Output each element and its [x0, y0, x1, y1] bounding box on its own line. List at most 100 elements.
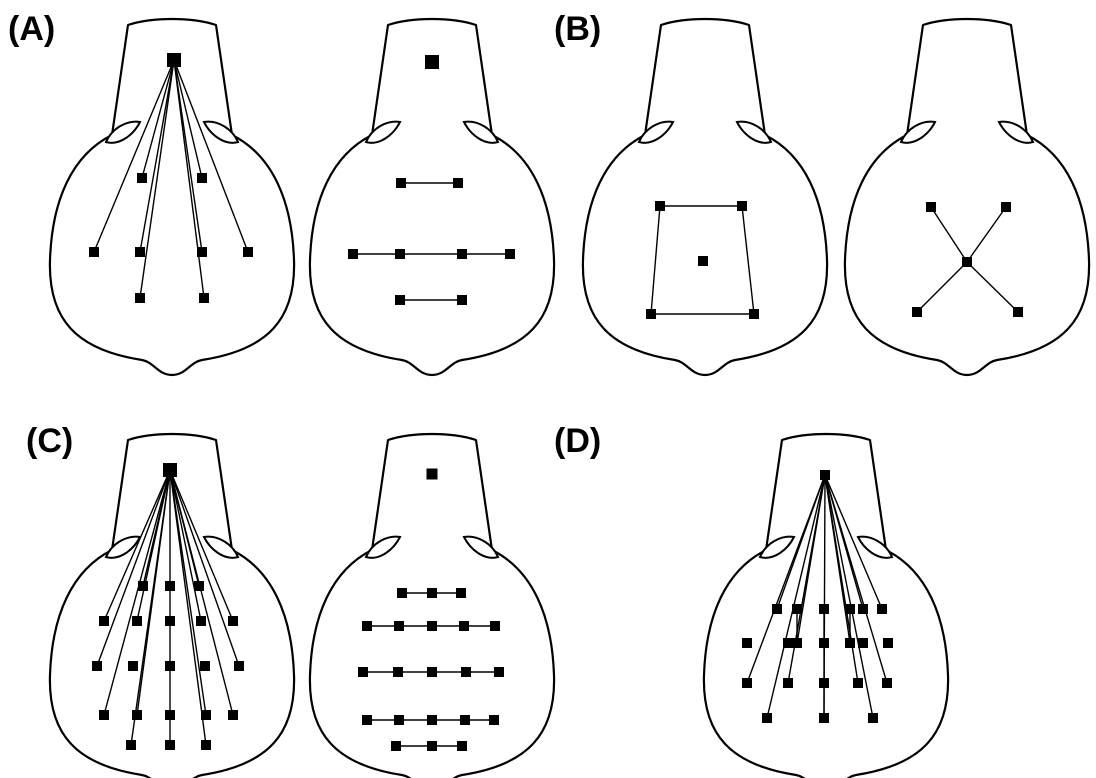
- electrode: [138, 581, 148, 591]
- electrode: [427, 621, 437, 631]
- electrode: [489, 715, 499, 725]
- electrode: [1013, 307, 1023, 317]
- electrode: [394, 621, 404, 631]
- electrode: [165, 616, 175, 626]
- electrode: [792, 638, 802, 648]
- electrode: [858, 638, 868, 648]
- electrode: [362, 715, 372, 725]
- electrode: [772, 604, 782, 614]
- reference-electrode: [820, 470, 830, 480]
- electrode: [819, 678, 829, 688]
- head-c-right: [310, 434, 554, 778]
- electrode: [132, 616, 142, 626]
- electrode: [783, 638, 793, 648]
- electrode: [132, 710, 142, 720]
- electrode: [165, 581, 175, 591]
- electrode: [362, 621, 372, 631]
- electrode: [427, 715, 437, 725]
- electrode: [792, 604, 802, 614]
- electrode: [395, 249, 405, 259]
- electrode: [698, 256, 708, 266]
- electrode: [395, 295, 405, 305]
- electrode: [135, 247, 145, 257]
- electrode: [461, 667, 471, 677]
- electrode: [505, 249, 515, 259]
- electrode: [165, 710, 175, 720]
- electrode: [926, 202, 936, 212]
- electrode: [165, 661, 175, 671]
- electrode: [126, 740, 136, 750]
- electrode: [453, 178, 463, 188]
- electrode: [457, 741, 467, 751]
- electrode: [228, 710, 238, 720]
- electrode: [457, 249, 467, 259]
- electrode: [243, 247, 253, 257]
- electrode: [1001, 202, 1011, 212]
- panel-label-a: (A): [8, 10, 55, 48]
- head-b-left: [583, 19, 827, 375]
- electrode: [853, 678, 863, 688]
- electrode: [393, 667, 403, 677]
- electrode: [962, 257, 972, 267]
- electrode: [201, 740, 211, 750]
- electrode: [819, 604, 829, 614]
- electrode: [194, 581, 204, 591]
- electrode: [460, 715, 470, 725]
- electrode: [391, 741, 401, 751]
- electrode: [783, 678, 793, 688]
- panel-label-b: (B): [554, 10, 601, 48]
- electrode: [196, 616, 206, 626]
- reference-electrode: [167, 53, 181, 67]
- electrode: [883, 638, 893, 648]
- electrode: [459, 621, 469, 631]
- electrode: [868, 713, 878, 723]
- head-a-right: [310, 19, 554, 375]
- electrode: [819, 638, 829, 648]
- electrode: [396, 178, 406, 188]
- electrode: [877, 604, 887, 614]
- reference-electrode: [427, 469, 438, 480]
- electrode: [234, 661, 244, 671]
- electrode: [427, 741, 437, 751]
- electrode: [348, 249, 358, 259]
- reference-electrode: [425, 55, 439, 69]
- electrode: [819, 713, 829, 723]
- electrode: [737, 201, 747, 211]
- electrode: [165, 740, 175, 750]
- panel-label-d: (D): [554, 422, 601, 460]
- electrode: [201, 710, 211, 720]
- electrode: [646, 309, 656, 319]
- electrode: [137, 173, 147, 183]
- electrode: [358, 667, 368, 677]
- electrode: [742, 638, 752, 648]
- electrode: [394, 715, 404, 725]
- electrode: [135, 293, 145, 303]
- electrode: [199, 293, 209, 303]
- electrode: [427, 588, 437, 598]
- electrode: [99, 710, 109, 720]
- electrode: [749, 309, 759, 319]
- head-b-right: [845, 19, 1089, 375]
- reference-electrode: [163, 463, 177, 477]
- electrode: [742, 678, 752, 688]
- electrode: [912, 307, 922, 317]
- electrode: [882, 678, 892, 688]
- electrode: [845, 604, 855, 614]
- electrode: [427, 667, 437, 677]
- panel-label-c: (C): [26, 422, 73, 460]
- electrode: [397, 588, 407, 598]
- electrode: [845, 638, 855, 648]
- electrode: [89, 247, 99, 257]
- electrode: [762, 713, 772, 723]
- electrode: [128, 661, 138, 671]
- electrode: [457, 295, 467, 305]
- electrode: [490, 621, 500, 631]
- electrode: [197, 247, 207, 257]
- electrode: [655, 201, 665, 211]
- electrode: [92, 661, 102, 671]
- electrode: [858, 604, 868, 614]
- electrode: [494, 667, 504, 677]
- electrode: [99, 616, 109, 626]
- electrode: [228, 616, 238, 626]
